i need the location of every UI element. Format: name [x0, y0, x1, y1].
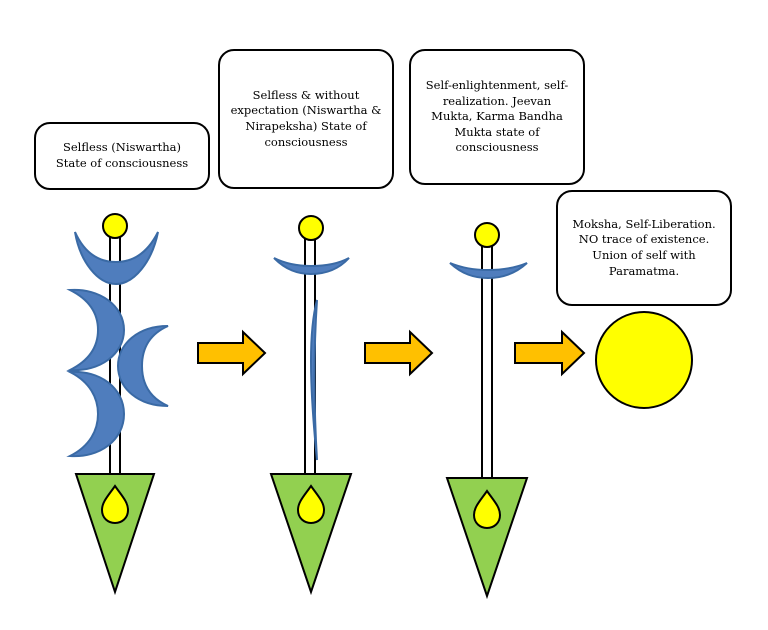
stage-4-sun-circle-icon [595, 311, 693, 409]
stage-3-pole [481, 243, 493, 481]
stage-2-drop-icon [296, 484, 326, 525]
stage-1-top-crescent-icon [74, 231, 159, 286]
stage-3-top-knob-icon [474, 222, 500, 248]
stage-4-label: Moksha, Self-Liberation. NO trace of exi… [572, 216, 716, 278]
stage-1-top-knob-icon [102, 213, 128, 239]
arrow-3-icon [514, 329, 586, 377]
stage-1-left-lower-crescent-icon [66, 370, 126, 458]
stage-3-base-triangle-icon [445, 477, 529, 600]
arrow-1-icon [197, 329, 267, 377]
stage-2-base-triangle-icon [269, 473, 353, 596]
stage-3-figure [445, 222, 529, 600]
stage-2-figure [269, 215, 353, 596]
stage-2-thin-crescent-icon [310, 299, 318, 461]
stage-2-label-box: Selfless & without expectation (Niswarth… [218, 49, 394, 189]
arrow-2-icon [364, 329, 434, 377]
stage-3-label: Self-enlightenment, self-realization. Je… [425, 78, 569, 155]
stage-1-right-crescent-icon [116, 325, 169, 407]
stage-1-label: Selfless (Niswartha) State of consciousn… [55, 140, 189, 170]
stage-2-label: Selfless & without expectation (Niswarth… [230, 87, 382, 149]
stage-4-label-box: Moksha, Self-Liberation. NO trace of exi… [556, 190, 732, 306]
stage-1-drop-icon [100, 484, 130, 525]
stage-1-figure [66, 213, 169, 596]
stage-3-drop-icon [472, 489, 502, 530]
stage-1-label-box: Selfless (Niswartha) State of consciousn… [34, 122, 210, 190]
stage-3-top-crescent-icon [449, 262, 528, 280]
stage-2-top-knob-icon [298, 215, 324, 241]
stage-3-label-box: Self-enlightenment, self-realization. Je… [409, 49, 585, 185]
stage-1-base-triangle-icon [74, 473, 156, 596]
stage-2-top-crescent-icon [273, 257, 350, 276]
stage-1-left-upper-crescent-icon [66, 288, 126, 372]
